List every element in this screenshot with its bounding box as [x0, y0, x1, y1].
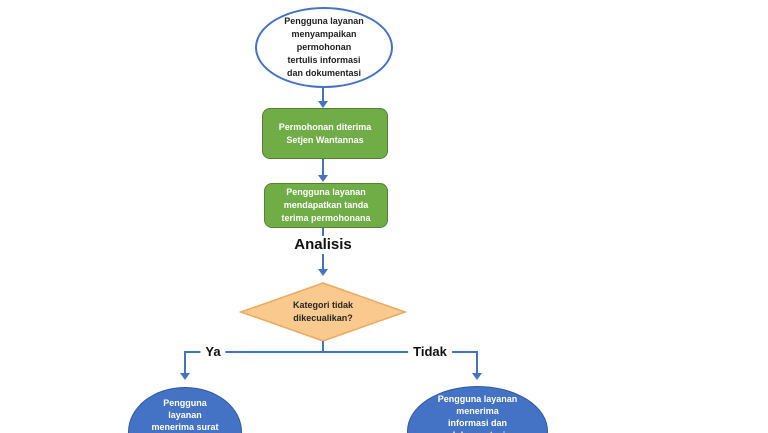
node-text-line: menerima: [456, 406, 499, 416]
node-text-line: menyampaikan: [291, 29, 357, 39]
node-text-line: Permohonan diterima: [278, 121, 372, 132]
node-text-line: Pengguna layanan: [284, 16, 364, 26]
node-text-line: layanan: [168, 410, 202, 420]
node-text-line: informasi dan: [447, 418, 507, 428]
node-text-line: mendapatkan tanda: [283, 200, 369, 210]
analysis-step-label: Analisis: [289, 236, 357, 254]
start-node: Pengguna layanan menyampaikan permohonan…: [255, 7, 393, 88]
end-node-informasi: Pengguna layanan menerima informasi dan …: [407, 386, 548, 433]
arrow-down-icon: [318, 269, 328, 276]
node-text-line: Pengguna layanan: [437, 394, 518, 404]
branch-yes-label: Ya: [200, 344, 226, 360]
arrow-down-icon: [180, 373, 190, 380]
node-text-line: Pengguna: [163, 398, 207, 408]
node-text-line: tertulis informasi: [287, 55, 361, 65]
node-text-line: Pengguna layanan: [286, 187, 366, 197]
branch-line: [184, 351, 478, 353]
arrow-down-icon: [318, 175, 328, 182]
end-node-penolakan: Pengguna layanan menerima surat penolaka…: [128, 387, 242, 433]
arrow-down-icon: [318, 101, 328, 108]
connector-line: [322, 88, 324, 102]
node-text-line: menerima surat: [151, 422, 219, 432]
connector-line: [476, 351, 478, 374]
node-text-line: permohonan: [296, 42, 352, 52]
connector-line: [322, 341, 324, 352]
connector-line: [322, 159, 324, 176]
process-node-permohonan-diterima: Permohonan diterima Setjen Wantannas: [262, 108, 388, 159]
node-text-line: Setjen Wantannas: [286, 134, 364, 145]
decision-node: Kategori tidak dikecualikan?: [293, 299, 353, 325]
process-node-tanda-terima: Pengguna layanan mendapatkan tanda terim…: [264, 183, 388, 228]
node-text-line: dokumentasi: [450, 429, 506, 433]
node-text-line: Kategori tidak: [292, 300, 354, 310]
connector-line: [184, 351, 186, 374]
node-text-line: terima permohonana: [281, 213, 371, 223]
branch-no-label: Tidak: [408, 344, 452, 360]
arrow-down-icon: [472, 373, 482, 380]
node-text-line: dikecualikan?: [293, 313, 353, 323]
node-text-line: dan dokumentasi: [286, 68, 361, 78]
